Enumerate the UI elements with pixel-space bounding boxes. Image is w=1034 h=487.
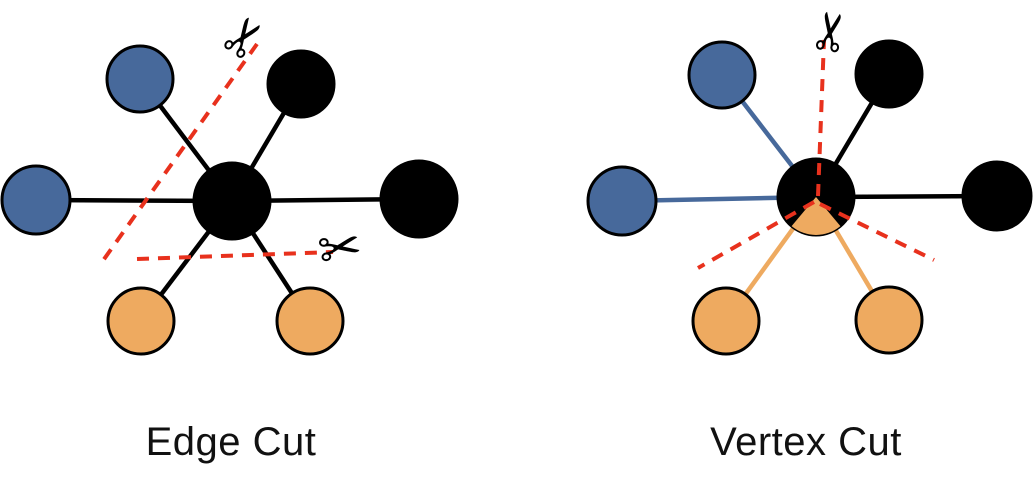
vertex-cut-cut-line-2	[697, 200, 815, 270]
edge-cut-blue-node-left	[0, 164, 72, 236]
vertex-cut-scissors-icon-1: ✂	[800, 6, 865, 59]
vertex-cut-orange-node-bottom-right	[854, 285, 924, 355]
edge-cut-black-node-right	[379, 159, 459, 239]
edge-cut-orange-node-bottom-right	[275, 286, 345, 356]
vertex-cut-blue-node-left	[586, 165, 658, 237]
edge-cut-blue-node-top-left	[105, 44, 175, 114]
edge-cut-cut-line-1	[100, 42, 259, 264]
vertex-cut-label: Vertex Cut	[710, 420, 902, 464]
vertex-cut-diagram: ✂	[586, 6, 1033, 356]
vertex-cut-black-node-top-right	[854, 39, 924, 109]
vertex-cut-blue-node-top-left	[687, 40, 757, 110]
edge-cut-black-node-top-right	[266, 49, 336, 119]
vertex-cut-orange-node-bottom-left	[691, 286, 761, 356]
edge-cut-label: Edge Cut	[145, 420, 317, 464]
vertex-cut-cut-line-1	[816, 39, 826, 197]
edge-cut-cut-line-2	[136, 250, 334, 261]
edge-cut-scissors-icon-1: ✂	[209, 4, 282, 73]
edge-cut-scissors-icon-2: ✂	[314, 217, 367, 282]
edge-cut-orange-node-bottom-left	[106, 286, 176, 356]
vertex-split-wedge	[791, 197, 841, 235]
vertex-cut-cut-line-3	[819, 202, 935, 262]
vertex-cut-black-node-right	[961, 160, 1033, 232]
edge-cut-center-node	[192, 161, 272, 241]
edge-cut-diagram: ✂✂	[0, 4, 459, 356]
